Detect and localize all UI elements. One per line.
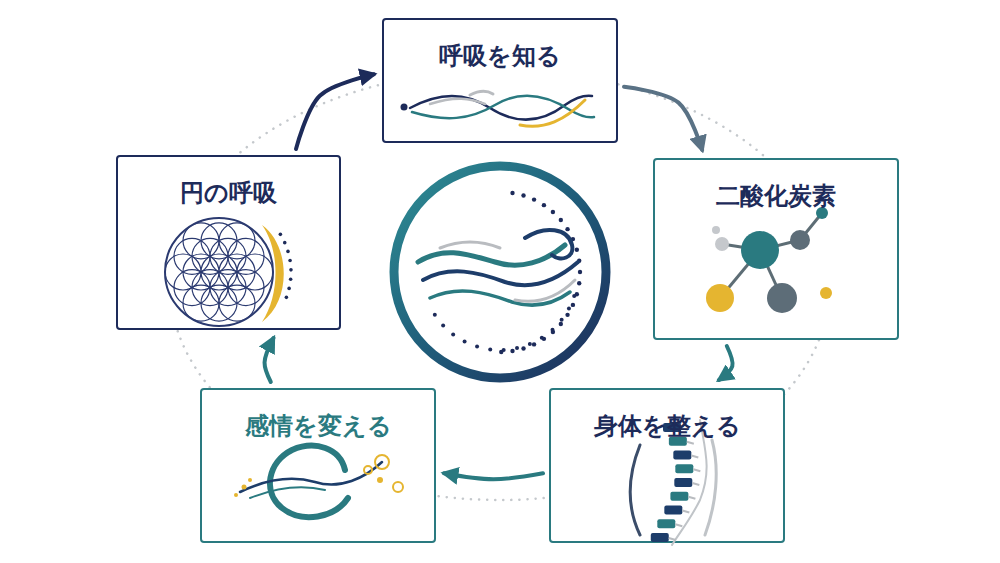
step-box: 感情を変える	[200, 388, 436, 543]
enso-illustration	[234, 446, 403, 517]
center-emblem	[394, 166, 606, 378]
flower-of-life	[165, 218, 293, 326]
co2-molecule	[706, 207, 832, 313]
step-box: 円の呼吸	[116, 155, 341, 330]
spine-illustration	[630, 420, 716, 545]
cycle-arrow	[265, 338, 274, 382]
cycle-arrow	[444, 473, 543, 479]
step-title: 感情を変える	[202, 412, 434, 441]
step-title: 呼吸を知る	[384, 42, 616, 71]
step-title: 二酸化炭素	[655, 182, 897, 211]
cycle-arrow	[624, 87, 702, 150]
step-box: 二酸化炭素	[653, 158, 899, 340]
step-box: 呼吸を知る	[382, 18, 618, 143]
step-title: 身体を整える	[551, 412, 783, 441]
step-title: 円の呼吸	[118, 179, 339, 208]
cycle-arrow	[719, 346, 733, 380]
step-box: 身体を整える	[549, 388, 785, 543]
breath-waves	[401, 92, 595, 127]
cycle-arrow	[296, 74, 374, 149]
